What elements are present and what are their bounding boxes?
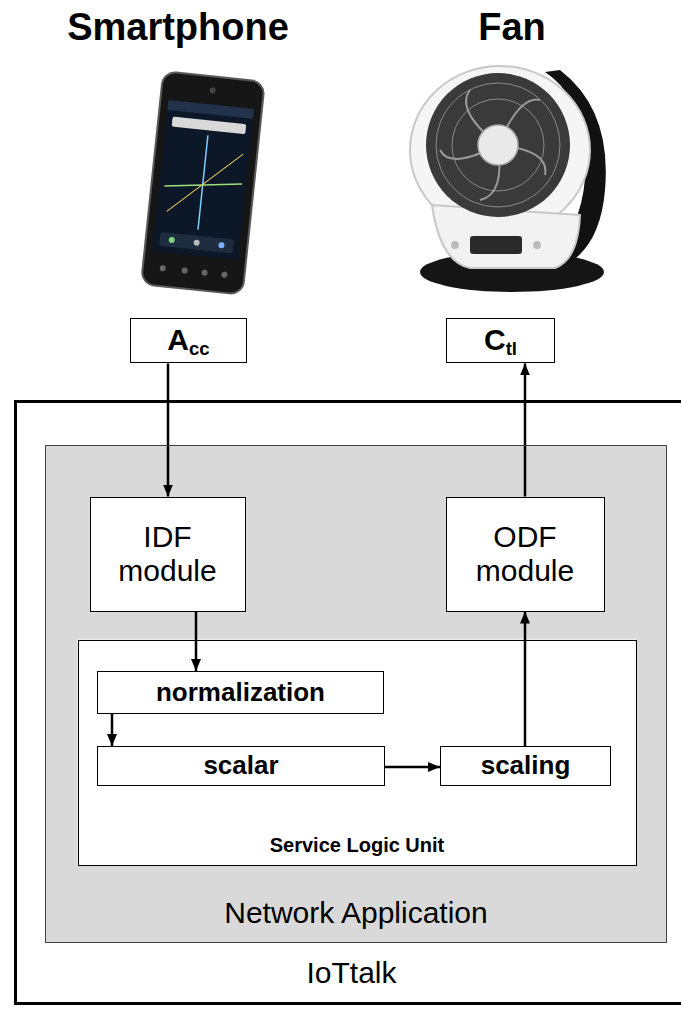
- phone-icon: [193, 239, 200, 246]
- phone-button: [181, 267, 188, 274]
- fan-illustration: [410, 66, 606, 292]
- container-fills: [45, 445, 667, 943]
- node-text: scalar: [203, 751, 278, 780]
- fan-button: [451, 241, 459, 249]
- container-fill: [78, 640, 637, 866]
- fan-hub: [478, 125, 518, 165]
- phone-body: [141, 71, 265, 294]
- fan-grill: [426, 73, 570, 217]
- application-panel: IDF module ODF module normalization scalar s…: [45, 445, 667, 943]
- phone-button: [159, 265, 166, 272]
- phone-button: [201, 269, 208, 276]
- flow-arrow: [385, 766, 440, 769]
- node-text: Ctl: [484, 323, 517, 359]
- platform-frame: IDF module ODF module normalization scalar s…: [14, 400, 681, 1005]
- feature-box: Acc: [130, 318, 247, 363]
- phone-screen: [153, 100, 254, 260]
- fan-display: [470, 236, 522, 254]
- node-text: Service Logic Unit: [270, 834, 445, 856]
- flow-arrow: [111, 714, 114, 746]
- node-text: Network Application: [224, 896, 487, 930]
- phone-icon: [218, 242, 225, 249]
- logic-unit-box: normalization scalar scalingService Logic …: [78, 640, 637, 866]
- phone-button: [221, 271, 228, 278]
- function-box: scalar: [97, 746, 385, 786]
- phone-icon: [168, 237, 175, 244]
- container-fill: [45, 445, 667, 943]
- module-box: IDF module: [90, 497, 246, 612]
- flow-arrow: [524, 612, 527, 747]
- phone-screen-light: [167, 147, 243, 219]
- flow-arrow: [167, 363, 170, 496]
- phone-screen-light: [198, 135, 208, 229]
- feature-box: Ctl: [446, 318, 555, 363]
- phone-dock: [159, 232, 234, 254]
- module-box: ODF module: [446, 497, 605, 612]
- node-text: Acc: [167, 323, 209, 359]
- node-text: scaling: [481, 751, 571, 780]
- fan-blades: [440, 90, 545, 200]
- node-text: ODF module: [463, 520, 587, 587]
- flow-arrow: [524, 363, 527, 496]
- fan-grill-ring: [436, 83, 560, 207]
- phone-status-bar: [167, 100, 254, 119]
- function-box: scaling: [440, 746, 611, 786]
- function-box: normalization: [97, 671, 384, 714]
- phone-screen-light: [164, 176, 242, 194]
- flow-arrow: [195, 612, 198, 672]
- device-heading: Fan: [478, 6, 546, 49]
- device-heading: Smartphone: [67, 6, 289, 49]
- node-text: IoTtalk: [306, 956, 396, 990]
- node-text: IDF module: [108, 520, 228, 587]
- smartphone-illustration: [141, 71, 265, 294]
- node-text: normalization: [156, 678, 325, 707]
- phone-speaker: [209, 87, 216, 94]
- fan-button: [533, 241, 541, 249]
- phone-search-bar: [172, 116, 247, 134]
